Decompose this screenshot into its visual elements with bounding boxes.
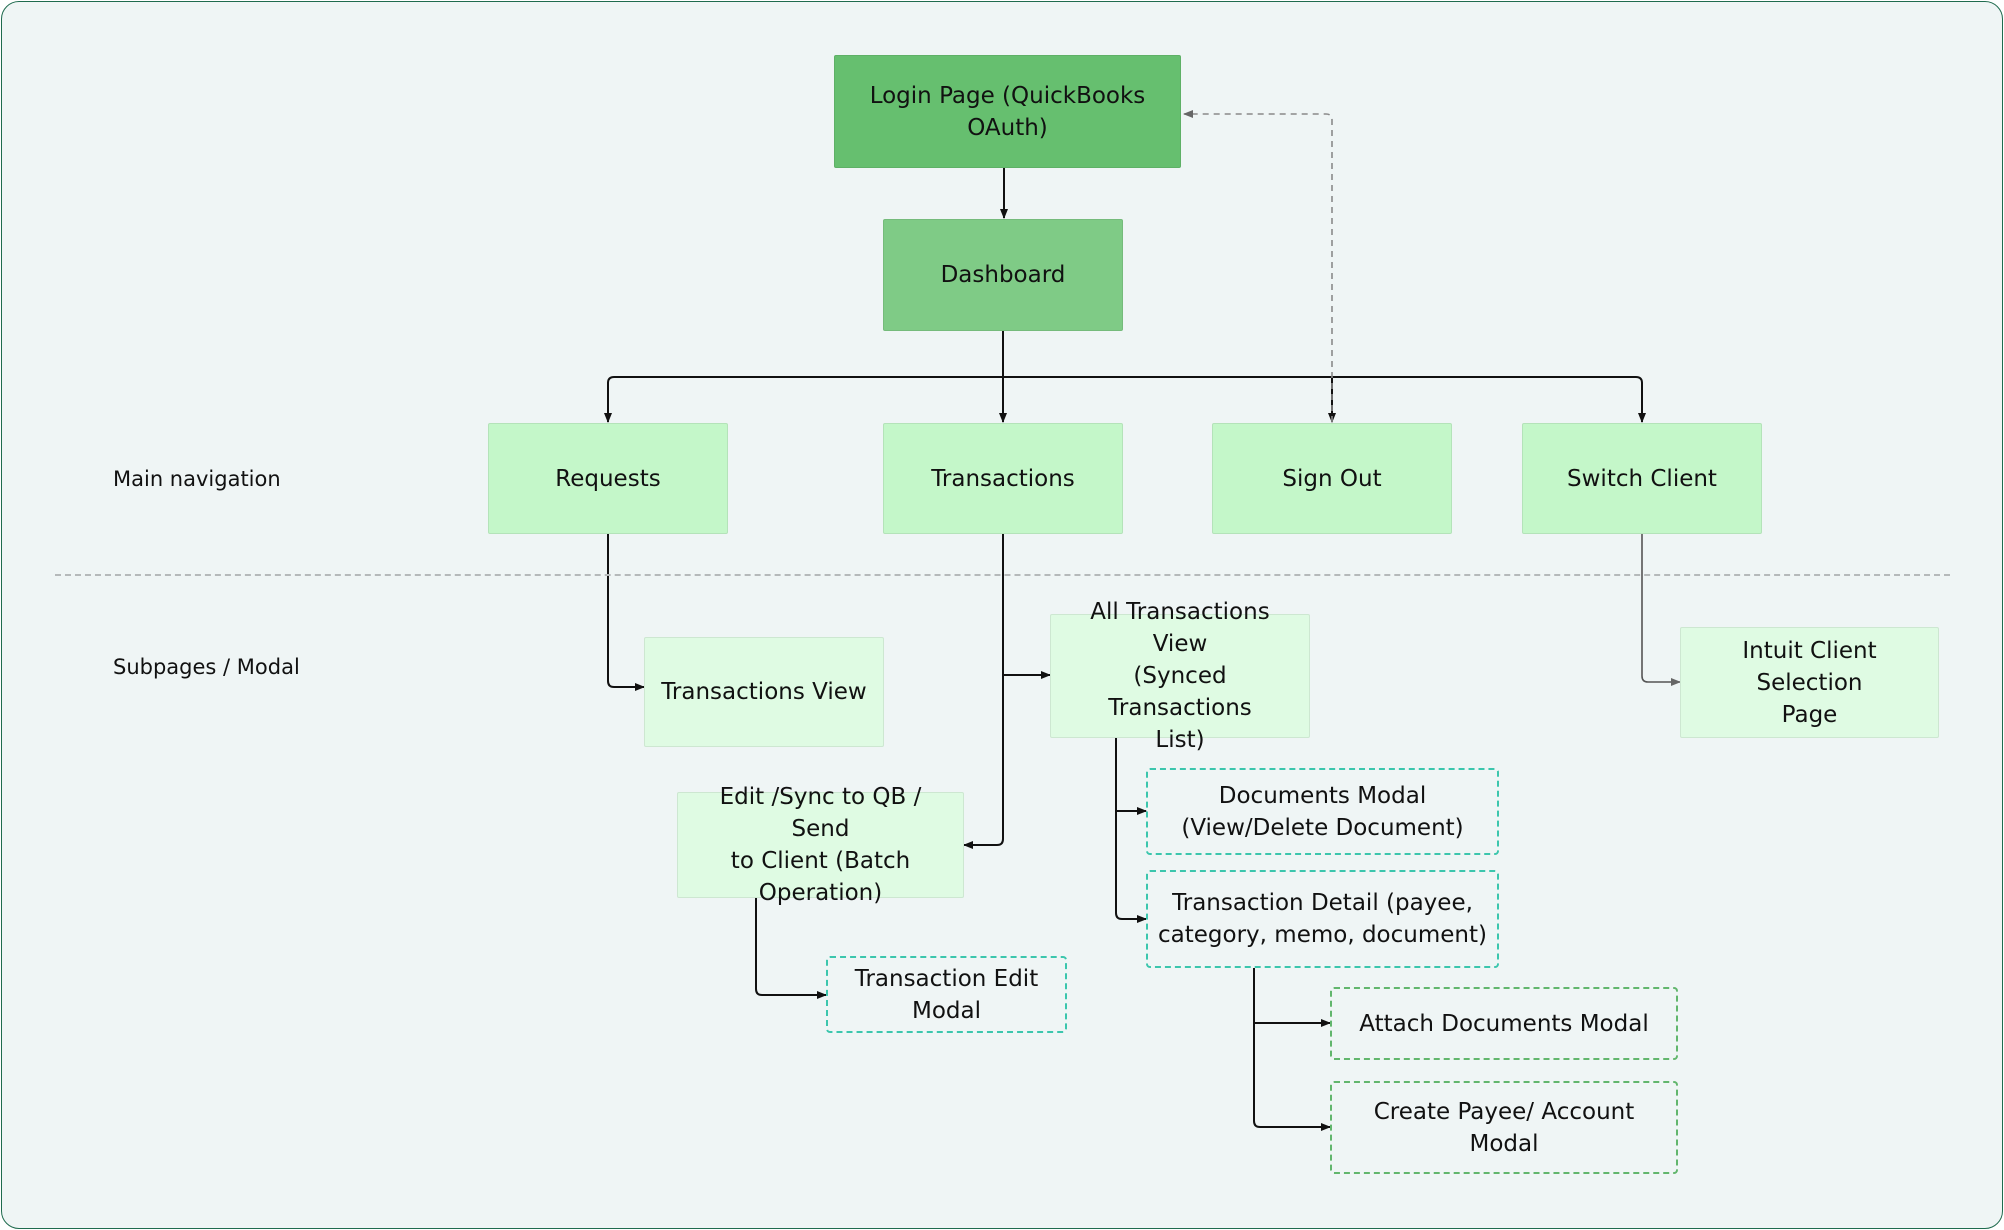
lane-label-main-navigation: Main navigation — [113, 467, 281, 491]
edge-transactions-all-view — [1002, 534, 1051, 679]
node-transaction-edit-modal: Transaction Edit Modal — [826, 956, 1067, 1033]
node-dashboard: Dashboard — [883, 219, 1123, 331]
node-login-page: Login Page (QuickBooks OAuth) — [834, 55, 1181, 168]
lane-divider — [55, 574, 1950, 576]
edge-all-view-detail — [1115, 811, 1147, 923]
edge-fanout-bus — [607, 376, 1642, 422]
node-sign-out: Sign Out — [1212, 423, 1452, 534]
node-edit-sync-batch: Edit /Sync to QB / Send to Client (Batch… — [677, 784, 964, 906]
edge-switch-intuit — [1641, 534, 1681, 686]
node-requests: Requests — [488, 423, 728, 534]
node-documents-modal: Documents Modal (View/Delete Document) — [1146, 768, 1499, 855]
node-transactions-view: Transactions View — [644, 637, 884, 747]
node-attach-documents-modal: Attach Documents Modal — [1330, 987, 1678, 1060]
node-all-transactions-view: All Transactions View (Synced Transactio… — [1050, 599, 1310, 753]
node-intuit-client-selection: Intuit Client Selection Page — [1680, 627, 1939, 738]
node-transaction-detail: Transaction Detail (payee, category, mem… — [1146, 870, 1499, 968]
edge-batch-edit-modal — [755, 898, 827, 999]
edge-signout-login-dashed — [1183, 110, 1333, 422]
node-transactions: Transactions — [883, 423, 1123, 534]
lane-label-subpages: Subpages / Modal — [113, 655, 300, 679]
node-switch-client: Switch Client — [1522, 423, 1762, 534]
node-create-payee-account-modal: Create Payee/ Account Modal — [1330, 1081, 1678, 1174]
edge-requests-transactions-view — [607, 534, 645, 691]
edge-detail-create-payee — [1253, 1023, 1331, 1131]
edge-transactions-edit-batch — [963, 675, 1004, 849]
edge-detail-attach — [1253, 968, 1331, 1027]
